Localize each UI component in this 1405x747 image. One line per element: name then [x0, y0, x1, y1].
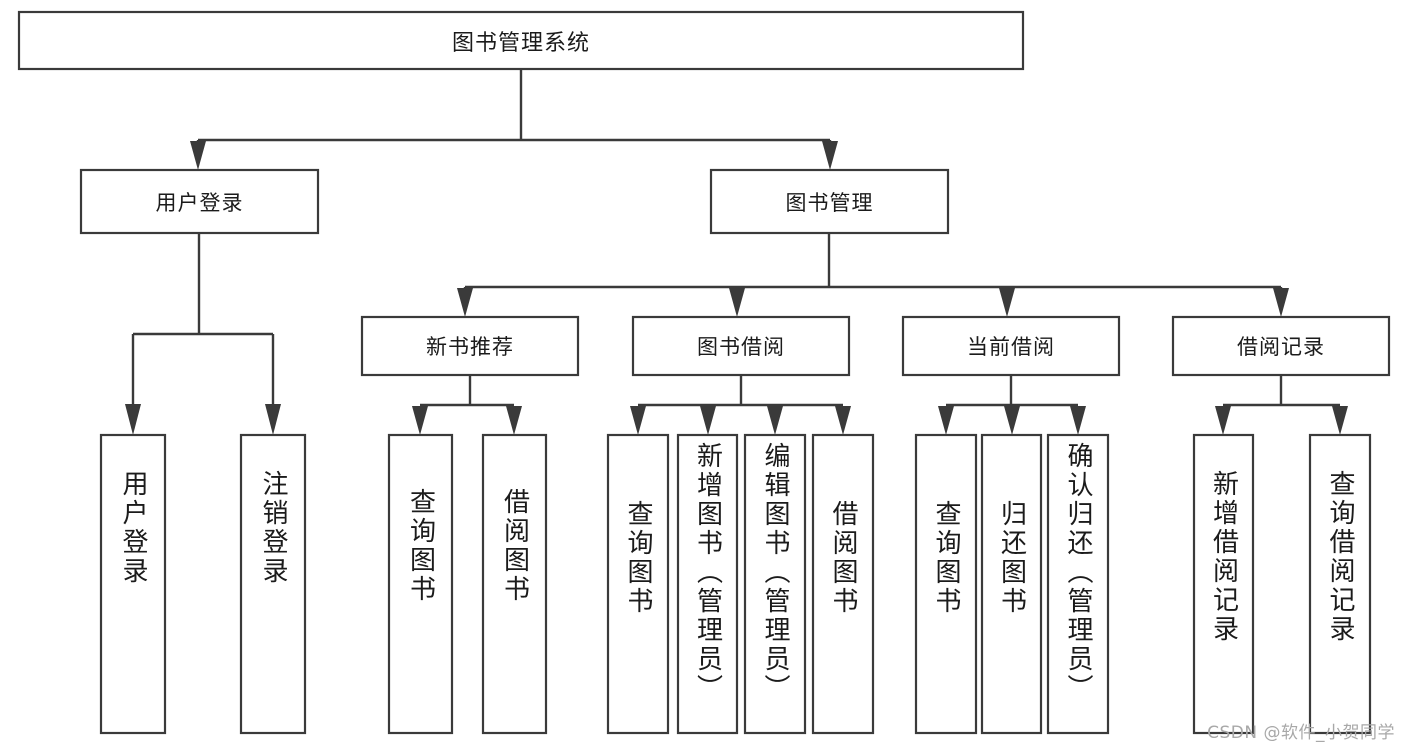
arrow-icon-bookmgmt-newbook: [457, 288, 473, 317]
node-box-leaf-1[interactable]: [239, 433, 307, 735]
node-box-level3-2[interactable]: [901, 315, 1121, 377]
node-box-leaf-10[interactable]: [1046, 433, 1110, 735]
arrow-icon-root-to-userlogin: [190, 141, 206, 170]
node-box-level3-0[interactable]: [360, 315, 580, 377]
arrow-icon-records-leaf-1: [1215, 406, 1231, 435]
arrow-icon-borrow-leaf-2: [700, 406, 716, 435]
arrow-icon-borrow-leaf-4: [835, 406, 851, 435]
node-box-leaf-6[interactable]: [743, 433, 807, 735]
connector-group-bookmgmt: [457, 233, 1289, 317]
node-box-leaf-9[interactable]: [980, 433, 1043, 735]
arrow-icon-current-leaf-1: [938, 406, 954, 435]
node-box-leaf-2[interactable]: [387, 433, 454, 735]
watermark-text: CSDN @软件_小贺同学: [1207, 723, 1395, 743]
arrow-icon-userlogin-leaf-2: [265, 404, 281, 435]
arrow-icon-current-leaf-2: [1004, 406, 1020, 435]
node-box-leaf-8[interactable]: [914, 433, 978, 735]
arrow-icon-borrow-leaf-3: [767, 406, 783, 435]
arrow-icon-root-to-bookmgmt: [822, 141, 838, 170]
node-box-leaf-4[interactable]: [606, 433, 670, 735]
arrow-icon-newbook-leaf-2: [506, 406, 522, 435]
node-box-level3-1[interactable]: [631, 315, 851, 377]
node-box-root[interactable]: [17, 10, 1025, 71]
arrow-icon-newbook-leaf-1: [412, 406, 428, 435]
connector-group-borrow: [630, 375, 851, 435]
connector-group-newbook: [412, 375, 522, 435]
arrow-icon-userlogin-leaf-1: [125, 404, 141, 435]
connector-group-userlogin: [125, 233, 281, 435]
node-box-level2-0[interactable]: [79, 168, 320, 235]
node-box-leaf-11[interactable]: [1192, 433, 1255, 735]
node-box-level3-3[interactable]: [1171, 315, 1391, 377]
node-box-leaf-3[interactable]: [481, 433, 548, 735]
connector-group-records: [1215, 375, 1348, 435]
arrow-icon-records-leaf-2: [1332, 406, 1348, 435]
arrow-icon-borrow-leaf-1: [630, 406, 646, 435]
node-box-leaf-12[interactable]: [1308, 433, 1372, 735]
connector-group-current: [938, 375, 1086, 435]
arrow-icon-current-leaf-3: [1070, 406, 1086, 435]
arrow-icon-bookmgmt-borrow: [729, 288, 745, 317]
node-box-level2-1[interactable]: [709, 168, 950, 235]
node-box-leaf-5[interactable]: [676, 433, 739, 735]
node-box-leaf-7[interactable]: [811, 433, 875, 735]
node-box-leaf-0[interactable]: [99, 433, 167, 735]
arrow-icon-bookmgmt-current: [999, 288, 1015, 317]
connector-group-root: [190, 69, 838, 170]
arrow-icon-bookmgmt-records: [1273, 288, 1289, 317]
